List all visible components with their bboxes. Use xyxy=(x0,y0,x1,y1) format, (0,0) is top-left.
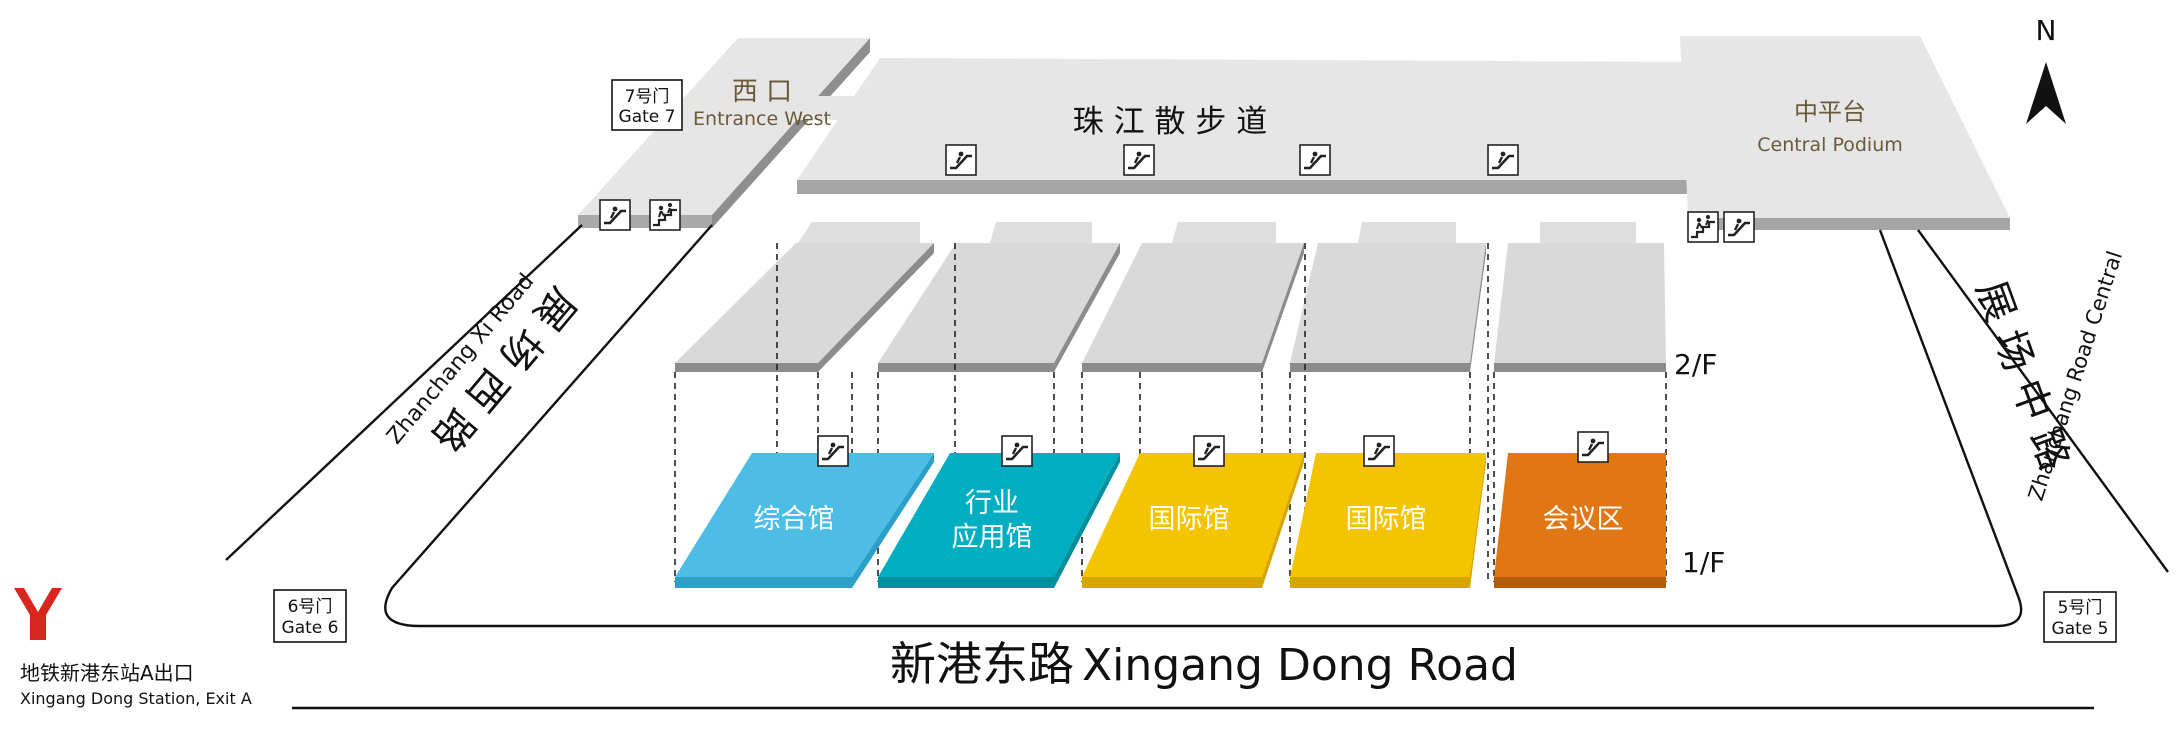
compass-label: N xyxy=(2036,14,2057,47)
gate-7-en: Gate 7 xyxy=(619,107,676,127)
gate-7-box: 7号门 Gate 7 xyxy=(611,79,683,131)
escalator-icon xyxy=(1722,210,1756,244)
gate-6-cn: 6号门 xyxy=(288,597,333,617)
escalator-icon xyxy=(1576,430,1610,464)
hall-label-international-1: 国际馆 xyxy=(1149,504,1230,535)
roads xyxy=(225,224,2169,710)
hall-label-conference: 会议区 xyxy=(1543,504,1624,535)
gate-7-cn: 7号门 xyxy=(625,87,670,107)
metro-exit-cn: 地铁新港东站A出口 xyxy=(20,661,194,685)
escalator-icon xyxy=(1192,434,1226,468)
hall-label-general: 综合馆 xyxy=(754,504,835,535)
hall-conference xyxy=(1494,453,1666,577)
escalator-icon xyxy=(1486,143,1520,177)
north-arrow-icon xyxy=(2026,62,2066,124)
escalator-icon xyxy=(944,143,978,177)
hall-blocks-2f xyxy=(675,222,1666,372)
metro-logo-icon xyxy=(14,588,62,640)
upper-walkway xyxy=(578,36,2010,230)
central-podium-cn: 中平台 xyxy=(1794,98,1866,126)
escalator-icon xyxy=(1000,434,1034,468)
promenade-label: 珠 江 散 步 道 xyxy=(1073,104,1267,140)
west-road-edge xyxy=(225,224,583,561)
hall-international-1 xyxy=(1082,453,1304,577)
hall-label-industry-2: 应用馆 xyxy=(952,522,1033,553)
gate-6-en: Gate 6 xyxy=(282,618,339,638)
inner-road-outline xyxy=(384,224,2023,628)
hall-label-industry-1: 行业 xyxy=(965,488,1019,519)
metro-exit-en: Xingang Dong Station, Exit A xyxy=(20,689,252,708)
entrance-west-cn: 西 口 xyxy=(732,77,792,107)
gate-5-en: Gate 5 xyxy=(2052,619,2109,639)
escalator-icon xyxy=(1362,434,1396,468)
stairs-icon xyxy=(1686,210,1720,244)
escalator-icon xyxy=(1122,143,1156,177)
south-road-cn: 新港东路 xyxy=(890,637,1074,691)
floor-label-2f: 2/F xyxy=(1674,348,1717,381)
hall-escalators xyxy=(816,430,1610,468)
east-road-edge xyxy=(1917,229,2169,573)
escalator-icon xyxy=(816,434,850,468)
gate-5-cn: 5号门 xyxy=(2058,598,2103,618)
floor-label-1f: 1/F xyxy=(1682,546,1725,579)
hall-industry xyxy=(878,453,1120,577)
hall-label-international-2: 国际馆 xyxy=(1346,504,1427,535)
hall-floors-1f xyxy=(675,453,1666,588)
escalator-icon xyxy=(1298,143,1332,177)
central-podium-en: Central Podium xyxy=(1757,134,1903,156)
stairs-icon xyxy=(648,198,682,232)
hall-general xyxy=(675,453,934,577)
gate-5-box: 5号门 Gate 5 xyxy=(2043,591,2117,643)
escalator-icon xyxy=(598,198,632,232)
gate-6-box: 6号门 Gate 6 xyxy=(273,589,347,643)
hall-labels: 综合馆 行业 应用馆 国际馆 国际馆 会议区 xyxy=(754,488,1624,553)
south-road-en: Xingang Dong Road xyxy=(1082,640,1518,691)
hall-international-2 xyxy=(1290,453,1486,577)
entrance-west-en: Entrance West xyxy=(693,108,831,130)
